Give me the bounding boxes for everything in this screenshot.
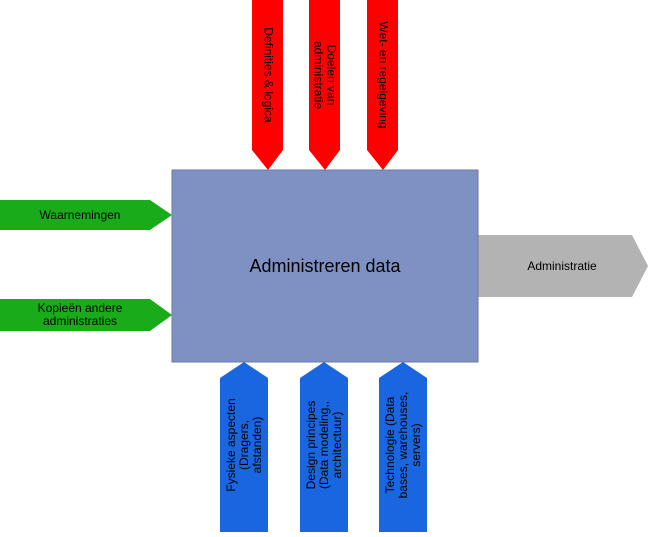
process-title: Administreren data <box>249 255 401 276</box>
input-arrow-waarnemingen <box>0 200 172 230</box>
mechanism-arrow-technologie <box>379 362 427 532</box>
output-arrow-administratie <box>478 235 648 297</box>
control-arrow-doelen <box>309 0 340 170</box>
control-arrow-wetgeving <box>367 0 398 170</box>
process-box <box>171 169 479 363</box>
input-arrow-kopieen <box>0 299 172 331</box>
mechanism-arrow-fysieke <box>220 362 268 532</box>
control-arrow-definities <box>252 0 283 170</box>
mechanism-arrow-design <box>300 362 348 532</box>
